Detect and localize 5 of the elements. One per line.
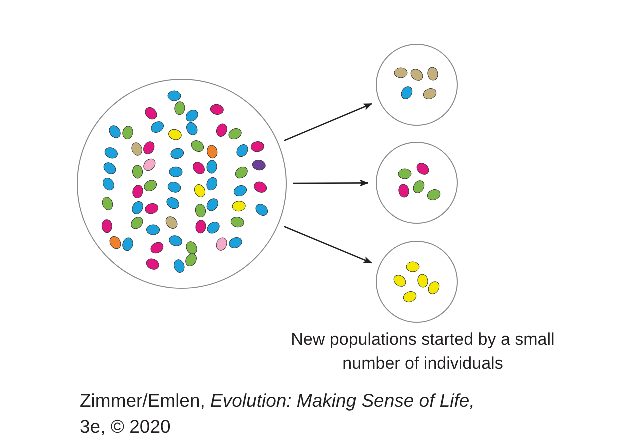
arrow xyxy=(284,226,373,264)
arrow xyxy=(284,103,373,142)
caption: Zimmer/Emlen, Evolution: Making Sense of Life, 3e, © 2020 xyxy=(80,389,476,439)
arrow xyxy=(293,180,369,187)
annotation-text: New populations started by a small number of individuals xyxy=(290,329,556,375)
